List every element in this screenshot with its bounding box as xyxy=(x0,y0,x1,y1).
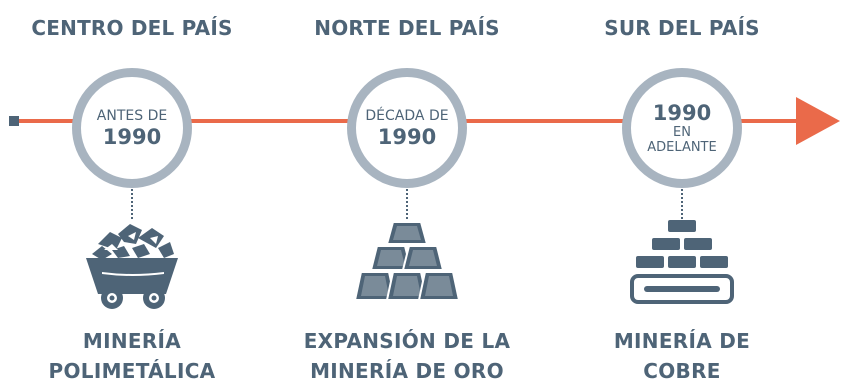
timeline-stage-centro: CENTRO DEL PAÍS ANTES DE 1990 xyxy=(2,0,262,383)
dotted-connector xyxy=(131,189,133,219)
period-circle: ANTES DE 1990 xyxy=(72,68,192,188)
timeline-stage-sur: SUR DEL PAÍS 1990 EN ADELANTE MINERÍ xyxy=(552,0,812,383)
region-label: NORTE DEL PAÍS xyxy=(314,16,500,40)
gold-bars-icon xyxy=(354,221,460,301)
copper-bars-icon xyxy=(630,220,734,304)
caption-line-1: MINERÍA xyxy=(82,329,182,353)
period-prefix: ANTES DE xyxy=(96,107,168,124)
caption-line-2: MINERÍA DE ORO xyxy=(310,359,504,383)
timeline-start-marker xyxy=(9,116,19,126)
timeline-stage-norte: NORTE DEL PAÍS DÉCADA DE 1990 xyxy=(277,0,537,383)
region-label: CENTRO DEL PAÍS xyxy=(31,16,233,40)
caption-line-2: COBRE xyxy=(643,359,721,383)
period-suffix: EN ADELANTE xyxy=(647,125,717,155)
stage-caption: MINERÍA POLIMETÁLICA xyxy=(2,326,262,386)
period-year: 1990 xyxy=(102,124,162,149)
region-label: SUR DEL PAÍS xyxy=(604,16,760,40)
dotted-connector xyxy=(681,189,683,219)
dotted-connector xyxy=(406,189,408,219)
caption-line-2: POLIMETÁLICA xyxy=(48,359,216,383)
caption-line-1: MINERÍA DE xyxy=(613,329,751,353)
period-prefix: DÉCADA DE xyxy=(365,107,449,124)
timeline-arrow-icon xyxy=(796,97,840,145)
period-circle: 1990 EN ADELANTE xyxy=(622,68,742,188)
mine-cart-icon xyxy=(86,224,178,309)
period-year: 1990 xyxy=(377,124,437,149)
period-circle: DÉCADA DE 1990 xyxy=(347,68,467,188)
caption-line-1: EXPANSIÓN DE LA xyxy=(303,329,511,353)
stage-caption: EXPANSIÓN DE LA MINERÍA DE ORO xyxy=(277,326,537,386)
period-year: 1990 xyxy=(652,101,712,125)
stage-caption: MINERÍA DE COBRE xyxy=(552,326,812,386)
